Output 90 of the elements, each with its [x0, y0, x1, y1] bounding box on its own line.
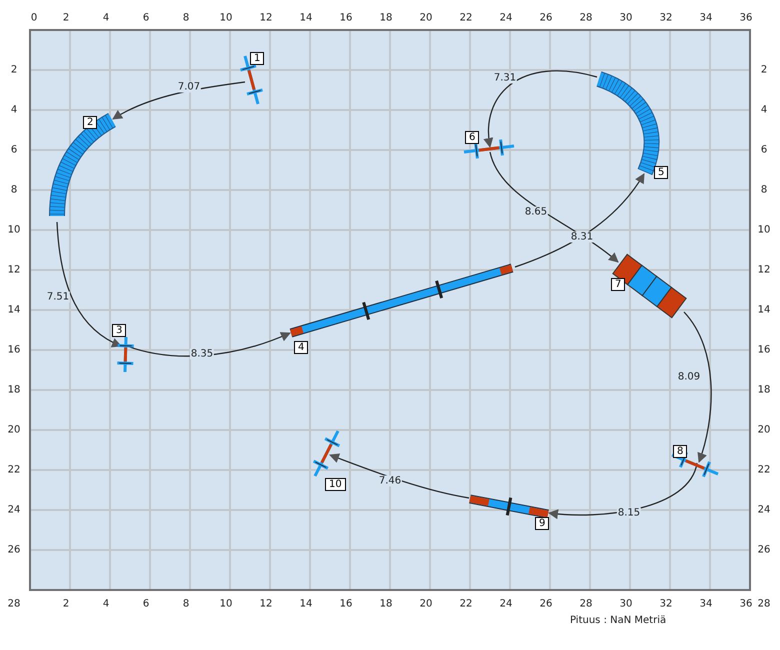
obstacle-number: 3: [112, 324, 126, 337]
tick-label: 10: [8, 224, 20, 236]
tick-label: 28: [580, 12, 592, 24]
tick-label: 4: [102, 598, 110, 610]
tick-label: 4: [10, 104, 18, 116]
tick-label: 32: [660, 598, 672, 610]
tick-label: 0: [30, 12, 38, 24]
tick-label: 24: [758, 504, 770, 516]
obstacle-number: 8: [673, 445, 688, 458]
tick-label: 32: [660, 12, 672, 24]
tick-label: 12: [8, 264, 20, 276]
tick-label: 18: [8, 384, 20, 396]
tick-label: 2: [62, 12, 70, 24]
tick-label: 10: [758, 224, 770, 236]
tick-label: 2: [10, 64, 18, 76]
tick-label: 6: [760, 144, 768, 156]
tick-label: 24: [500, 598, 512, 610]
tick-label: 30: [620, 12, 632, 24]
tick-label: 28: [8, 598, 20, 610]
tick-label: 2: [62, 598, 70, 610]
tick-label: 20: [8, 424, 20, 436]
tick-label: 8: [10, 184, 18, 196]
distance-label: 7.51: [46, 292, 70, 302]
tick-label: 18: [758, 384, 770, 396]
distance-label: 8.35: [190, 348, 214, 360]
distance-label: 8.09: [676, 372, 702, 382]
course-length-note: Pituus : NaN Metriä: [570, 615, 666, 626]
distance-label: 8.15: [616, 508, 642, 518]
obstacle-number: 9: [535, 517, 550, 530]
tick-label: 28: [758, 598, 770, 610]
distance-label: 8.31: [570, 232, 594, 242]
tick-label: 14: [758, 304, 770, 316]
tick-label: 8: [760, 184, 768, 196]
tick-label: 34: [700, 598, 712, 610]
tick-label: 22: [8, 464, 20, 476]
tick-label: 14: [300, 12, 312, 24]
tick-label: 16: [758, 344, 770, 356]
obstacle-number: 2: [83, 116, 98, 129]
tick-label: 6: [10, 144, 18, 156]
tick-label: 24: [500, 12, 512, 24]
obstacle-number: 6: [465, 131, 480, 144]
tick-label: 8: [182, 598, 190, 610]
tick-label: 22: [460, 598, 472, 610]
course-path-arrow: [484, 70, 598, 148]
obstacle-number: 4: [294, 341, 308, 354]
tick-label: 2: [760, 64, 768, 76]
tick-label: 16: [340, 598, 352, 610]
tick-label: 6: [142, 12, 150, 24]
tick-label: 20: [420, 12, 432, 24]
distance-label: 7.46: [378, 476, 402, 486]
obstacle-number: 7: [611, 278, 626, 291]
tick-label: 4: [760, 104, 768, 116]
course-path-arrow: [514, 173, 645, 268]
distance-label: 8.65: [524, 206, 548, 218]
tick-label: 26: [540, 12, 552, 24]
tick-label: 20: [758, 424, 770, 436]
distance-label: 7.31: [492, 72, 518, 84]
tick-label: 36: [740, 12, 752, 24]
tick-label: 6: [142, 598, 150, 610]
course-path-arrow: [56, 222, 122, 347]
course-path-arrow: [684, 312, 712, 463]
tick-label: 28: [580, 598, 592, 610]
tick-label: 24: [8, 504, 20, 516]
tick-label: 14: [300, 598, 312, 610]
tick-label: 18: [380, 12, 392, 24]
tick-label: 34: [700, 12, 712, 24]
tick-label: 8: [182, 12, 190, 24]
tick-label: 20: [420, 598, 432, 610]
course-path-arrow: [329, 454, 470, 499]
tick-label: 10: [220, 598, 232, 610]
tick-label: 36: [740, 598, 752, 610]
tick-label: 12: [260, 598, 272, 610]
tick-label: 30: [620, 598, 632, 610]
tick-label: 22: [758, 464, 770, 476]
tick-label: 12: [758, 264, 770, 276]
tick-label: 26: [540, 598, 552, 610]
tick-label: 26: [758, 544, 770, 556]
tick-label: 14: [8, 304, 20, 316]
obstacle-number: 5: [654, 166, 668, 179]
tick-label: 4: [102, 12, 110, 24]
tick-label: 10: [220, 12, 232, 24]
tick-label: 22: [460, 12, 472, 24]
distance-label: 7.07: [176, 82, 202, 92]
tick-label: 16: [340, 12, 352, 24]
tick-label: 12: [260, 12, 272, 24]
tick-label: 16: [8, 344, 20, 356]
tick-label: 18: [380, 598, 392, 610]
obstacle-number: 1: [250, 52, 264, 65]
tick-label: 26: [8, 544, 20, 556]
obstacle-number: 10: [325, 478, 346, 491]
